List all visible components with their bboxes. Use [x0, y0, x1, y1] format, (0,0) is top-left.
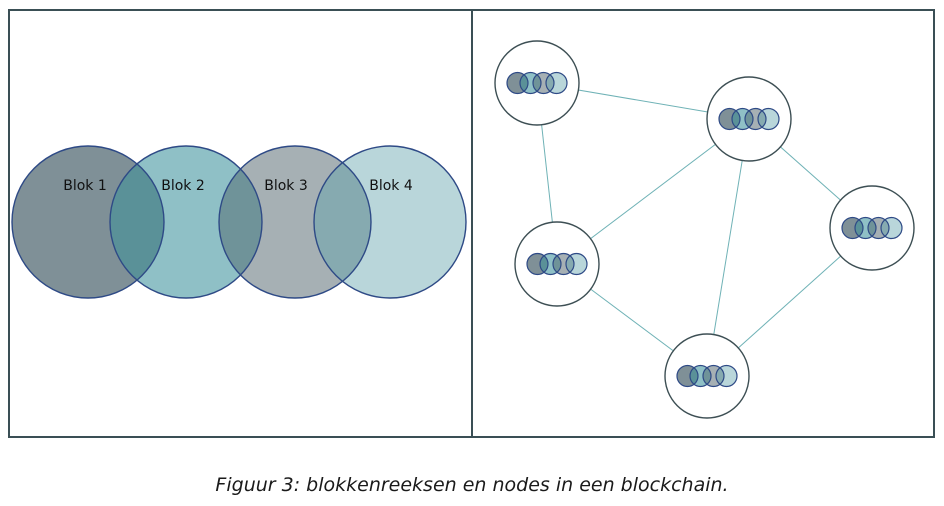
node-block-chain [526, 252, 588, 276]
mini-block-overlap [855, 217, 863, 239]
mini-block-overlap [881, 217, 889, 239]
mini-block-outline [715, 364, 738, 388]
mini-block-outline [689, 364, 712, 388]
mini-block-overlap [533, 72, 541, 94]
block-outline-1 [11, 145, 165, 299]
mini-block-outline [841, 216, 864, 240]
mini-block-outline [532, 71, 555, 95]
mini-block-outline [519, 71, 542, 95]
mini-block-overlap [520, 72, 528, 94]
node-2 [706, 76, 792, 162]
mini-block-outline [744, 107, 767, 131]
mini-block-outline [702, 364, 725, 388]
node-block-chain [676, 364, 738, 388]
mini-block-outline [718, 107, 741, 131]
mini-block-overlap [758, 108, 766, 130]
mini-block-outline [731, 107, 754, 131]
blockchain-figure: Blok 1 Blok 2 Blok 3 Blok 4 [8, 9, 935, 438]
mini-block-outline [867, 216, 890, 240]
mini-block-overlap [745, 108, 753, 130]
network-edges [536, 82, 873, 377]
mini-block-outline [757, 107, 780, 131]
mini-block-outline [506, 71, 529, 95]
node-block-chain [841, 216, 903, 240]
mini-block-outline [526, 252, 549, 276]
network-nodes [494, 40, 915, 419]
mini-block-overlap [566, 253, 574, 275]
mini-block-outline [565, 252, 588, 276]
node-1 [494, 40, 580, 126]
mini-block-overlap [732, 108, 740, 130]
node-block-chain [718, 107, 780, 131]
mini-block-overlap [703, 365, 711, 387]
mini-block-overlap [868, 217, 876, 239]
block-label-1: Blok 1 [63, 178, 107, 194]
block-label-4: Blok 4 [369, 178, 413, 194]
mini-block-outline [676, 364, 699, 388]
node-5 [664, 333, 750, 419]
mini-block-outline [545, 71, 568, 95]
block-outline-4 [313, 145, 467, 299]
block-label-2: Blok 2 [161, 178, 205, 194]
node-3 [514, 221, 600, 307]
edge-node-2-node-5 [706, 118, 750, 377]
block-chain-panel: Blok 1 Blok 2 Blok 3 Blok 4 [11, 145, 467, 299]
node-network-panel [494, 40, 915, 419]
mini-block-outline [552, 252, 575, 276]
block-overlap-1-2 [110, 146, 164, 298]
mini-block-overlap [540, 253, 548, 275]
block-label-3: Blok 3 [264, 178, 308, 194]
block-overlap-3-4 [314, 146, 371, 298]
block-outline-3 [218, 145, 372, 299]
mini-block-outline [880, 216, 903, 240]
mini-block-overlap [690, 365, 698, 387]
node-block-chain [506, 71, 568, 95]
figure-caption: Figuur 3: blokkenreeksen en nodes in een… [215, 474, 729, 496]
mini-block-overlap [546, 72, 554, 94]
mini-block-outline [539, 252, 562, 276]
mini-block-overlap [553, 253, 561, 275]
block-outline-2 [109, 145, 263, 299]
mini-block-outline [854, 216, 877, 240]
mini-block-overlap [716, 365, 724, 387]
node-4 [829, 185, 915, 271]
